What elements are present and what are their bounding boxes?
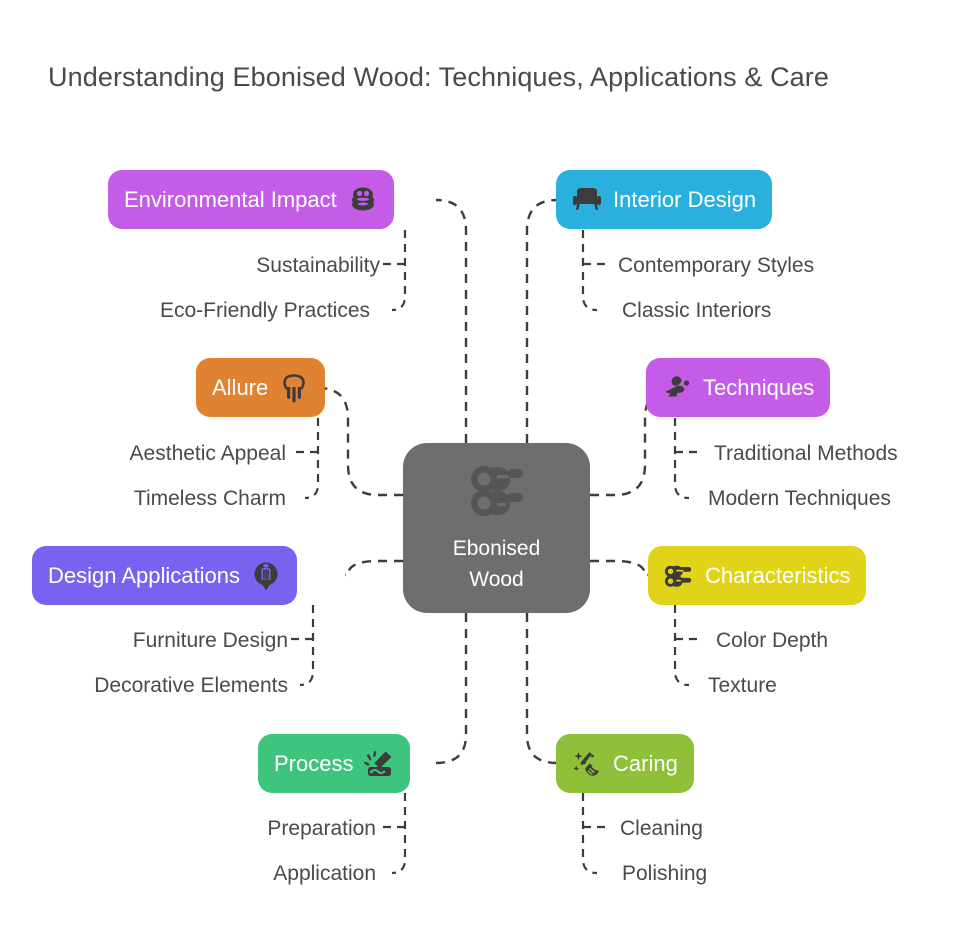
link-characteristics [590,559,648,577]
branch-node-allure[interactable]: Allure [196,358,326,417]
branch-node-caring[interactable]: Caring [556,734,694,793]
branch-node-characteristics[interactable]: Characteristics [648,546,867,605]
link-caring [525,613,558,765]
branch-label-characteristics: Characteristics [705,562,851,588]
link-environmental-impact [435,198,468,443]
sub-item-decorative-elements: Decorative Elements [94,674,288,697]
branch-label-environmental-impact: Environmental Impact [124,186,337,212]
sub-item-texture: Texture [708,674,777,697]
branch-node-design-applications[interactable]: Design Applications [32,546,298,605]
sub-item-aesthetic-appeal: Aesthetic Appeal [129,442,286,465]
central-node[interactable]: Ebonised Wood [403,443,590,613]
stacked-coins-icon [348,185,378,215]
link-env-stem [391,230,407,312]
link-allure [317,386,403,497]
sub-item-sustainability: Sustainability [256,254,380,277]
central-label-line1: Ebonised [452,536,541,560]
branch-label-process: Process [274,750,354,776]
broom-sparkle-icon [572,749,602,779]
wood-logs-icon [467,463,527,524]
link-allure-stem [304,418,320,500]
link-char-stem [673,605,690,687]
branch-label-allure: Allure [212,374,269,400]
page-title: Understanding Ebonised Wood: Techniques,… [48,62,829,92]
link-design-applications [345,559,403,577]
sub-item-contemporary-styles: Contemporary Styles [618,254,815,277]
wood-chips-icon [662,373,692,403]
central-label-line2: Wood [469,567,524,591]
link-caring-stem [581,793,598,875]
sub-item-application: Application [273,862,376,885]
link-interior-stem [581,230,598,312]
sub-item-modern-techniques: Modern Techniques [708,487,891,510]
sub-item-furniture-design: Furniture Design [132,629,288,652]
link-design-stem [299,605,315,687]
link-process [435,613,468,765]
branch-label-techniques: Techniques [703,374,815,400]
carving-tool-icon [364,749,394,779]
sub-item-eco-friendly-practices: Eco-Friendly Practices [159,299,370,322]
sofa-icon [572,185,602,215]
link-process-stem [391,793,407,875]
sub-item-timeless-charm: Timeless Charm [133,487,286,510]
branch-node-environmental-impact[interactable]: Environmental Impact [108,170,394,229]
branch-node-techniques[interactable]: Techniques [646,358,831,417]
lantern-icon [251,561,281,591]
sub-item-preparation: Preparation [267,817,376,840]
sub-item-classic-interiors: Classic Interiors [622,299,772,322]
sub-item-color-depth: Color Depth [716,629,829,652]
branch-label-design-applications: Design Applications [48,562,241,588]
branch-label-caring: Caring [613,750,678,776]
link-techniques-stem [673,418,690,500]
link-interior-design [525,198,558,443]
branch-node-interior-design[interactable]: Interior Design [556,170,773,229]
sub-item-cleaning: Cleaning [620,817,703,840]
branch-node-process[interactable]: Process [258,734,411,793]
wood-logs-small-icon [664,561,694,591]
branch-label-interior-design: Interior Design [613,186,757,212]
drip-shape-icon [279,373,309,403]
sub-item-traditional-methods: Traditional Methods [714,442,898,465]
sub-item-polishing: Polishing [622,862,708,885]
